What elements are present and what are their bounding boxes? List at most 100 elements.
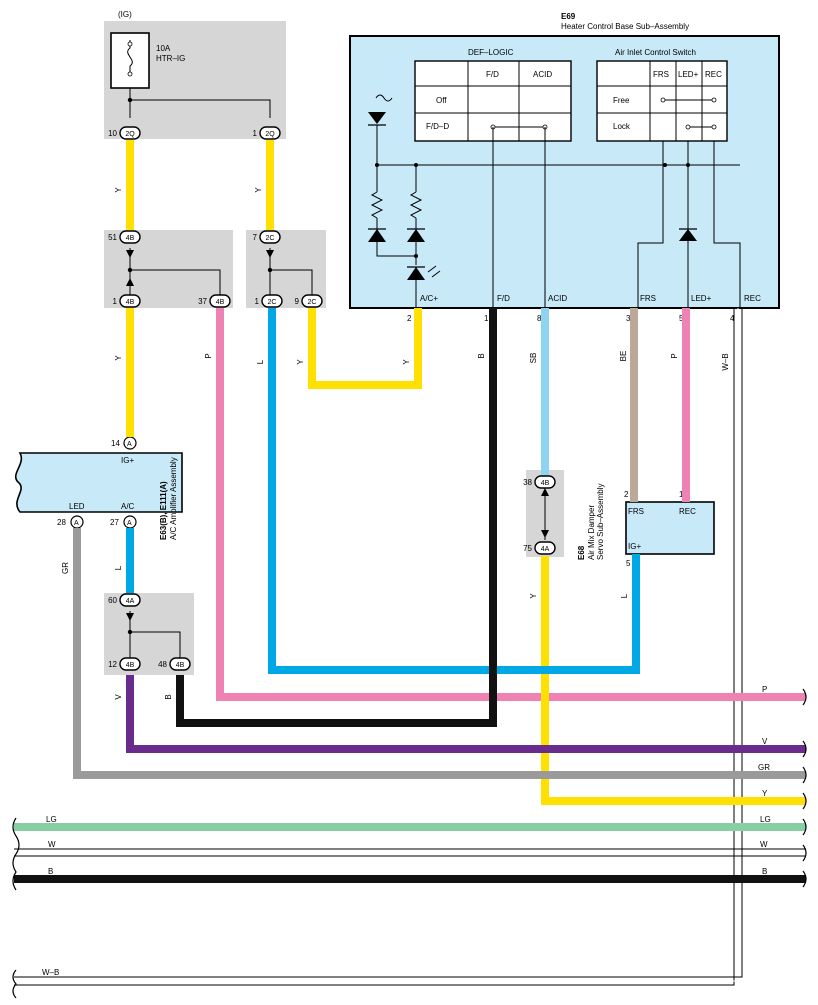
connector-id: 4B	[126, 299, 135, 306]
wire-color-label: Y	[402, 359, 411, 365]
fuse-icon	[127, 40, 133, 74]
wire-color-label: SB	[529, 353, 538, 364]
connector-id: 2Q	[265, 131, 275, 138]
connector-id: 2C	[268, 299, 277, 306]
wire-color-label: Y	[114, 187, 123, 193]
connector-pill	[301, 294, 323, 308]
connector-pin: 10	[108, 129, 117, 138]
connector-pin: 51	[108, 233, 117, 242]
connector-id: 4A	[541, 546, 550, 553]
def-logic-col-fd: F/D	[486, 70, 499, 79]
connector-pill	[119, 294, 141, 308]
connector-id: 4B	[126, 662, 135, 669]
heater-terminal-label: FRS	[640, 294, 656, 303]
wire-y-4	[308, 308, 422, 389]
amplifier-ac-conn: A	[127, 520, 132, 527]
heater-terminal-label: ACID	[548, 294, 567, 303]
amplifier-led-pin: 28	[57, 518, 66, 527]
connector-pin: 7	[253, 233, 258, 242]
wire-color-label: GR	[61, 562, 70, 574]
air-inlet-col-led: LED+	[678, 70, 699, 79]
air-inlet-col-rec: REC	[705, 70, 722, 79]
connector-pill	[261, 294, 283, 308]
wire-color-label: P	[670, 353, 679, 358]
wire-color-label: L	[620, 593, 629, 598]
damper-ig-label: IG+	[628, 542, 641, 551]
amplifier-ig-pin: 14	[111, 439, 120, 448]
connector-id: 4B	[216, 299, 225, 306]
connector-pill	[119, 593, 141, 607]
damper-frs-label: FRS	[628, 507, 644, 516]
connector-pin: 60	[108, 596, 117, 605]
def-logic-title: DEF–LOGIC	[468, 48, 514, 57]
wire-color-label: Y	[254, 187, 263, 193]
heater-control-code: E69	[561, 12, 576, 21]
heater-terminal-pin: 8	[537, 314, 542, 323]
connector-pill	[259, 126, 281, 140]
air-inlet-row-free: Free	[613, 96, 630, 105]
heater-terminal-label: REC	[744, 294, 761, 303]
connector-pin: 1	[253, 129, 258, 138]
heater-terminal-pin: 2	[407, 314, 412, 323]
air-inlet-title: Air Inlet Control Switch	[615, 48, 696, 57]
connector-id: 2Q	[125, 131, 135, 138]
bus-label-gr: GR	[758, 763, 770, 772]
bus-label-lg-right: LG	[760, 815, 771, 824]
wire-p-1	[216, 308, 806, 701]
amplifier-box	[14, 452, 183, 513]
heater-terminal-pin: 1	[484, 314, 489, 323]
damper-pin-ig: 5	[626, 559, 631, 568]
fuse-name: HTR–IG	[156, 54, 185, 63]
connector-pill	[534, 541, 556, 555]
wire-color-label: Y	[296, 359, 305, 365]
wire-y-5	[541, 556, 806, 805]
amplifier-ac-pin: 27	[110, 518, 119, 527]
air-inlet-col-frs: FRS	[653, 70, 669, 79]
fuse-source: (IG)	[118, 10, 132, 19]
damper-name-1: Air Mix Damper	[587, 505, 596, 560]
wire-color-label: BE	[619, 351, 628, 362]
def-logic-row-fdd: F/D–D	[426, 122, 449, 131]
amplifier-ac-label: A/C	[121, 502, 135, 511]
amplifier-name: A/C Amplifier Assembly	[169, 457, 178, 540]
bus-label-p: P	[762, 685, 767, 694]
led-icon	[407, 267, 425, 280]
wire-v	[126, 675, 806, 753]
connector-pin: 1	[113, 297, 118, 306]
bus-label-v: V	[762, 737, 768, 746]
connector-pin: 1	[255, 297, 260, 306]
amplifier-ig-conn: A	[127, 441, 132, 448]
bus-breaks	[12, 688, 807, 999]
heater-terminal-pin: 3	[626, 314, 631, 323]
wire-gr	[73, 528, 806, 779]
connector-id: 2C	[308, 299, 317, 306]
bus-label-y: Y	[762, 789, 768, 798]
heater-terminal-pin: 4	[730, 314, 735, 323]
amplifier-led-label: LED	[69, 502, 85, 511]
amplifier-code: E63(B), E111(A)	[159, 481, 168, 540]
wire-wb	[14, 308, 735, 986]
air-inlet-row-lock: Lock	[613, 122, 631, 131]
wire-color-label: B	[164, 694, 173, 699]
bus-label-b-right: B	[762, 867, 767, 876]
connector-id: 4B	[541, 480, 550, 487]
connector-id: 4A	[126, 598, 135, 605]
connector-pin: 75	[523, 544, 532, 553]
damper-name-2: Servo Sub–Assembly	[596, 484, 605, 560]
damper-pin-rec: 1	[679, 490, 684, 499]
wire-l-1	[268, 308, 640, 674]
bus-label-lg-left: LG	[46, 815, 57, 824]
wire-color-label: Y	[529, 593, 538, 599]
fuse-rating: 10A	[156, 44, 171, 53]
wire-color-label: P	[204, 353, 213, 358]
connector-id: 2C	[266, 235, 275, 242]
def-logic-row-off: Off	[436, 96, 447, 105]
heater-terminal-label: LED+	[691, 294, 712, 303]
connector-pill	[169, 657, 191, 671]
connector-pill	[259, 230, 281, 244]
wire-color-label: L	[256, 359, 265, 364]
